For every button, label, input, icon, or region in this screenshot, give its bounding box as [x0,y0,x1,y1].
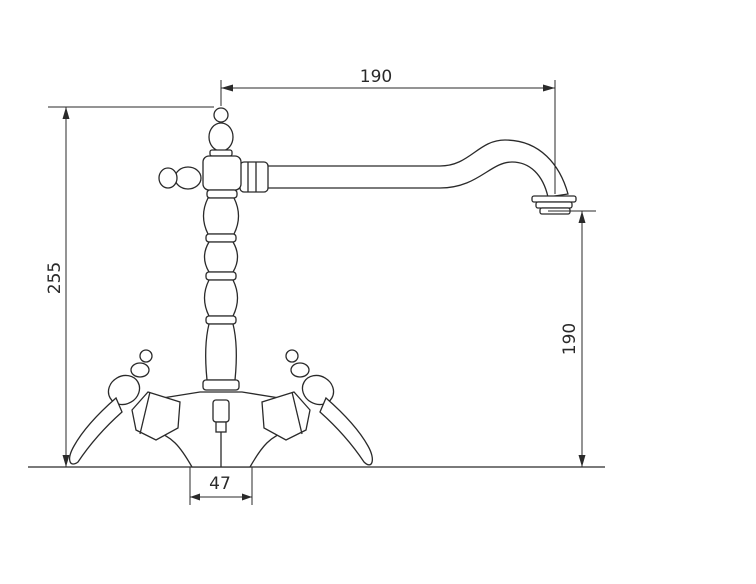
spout [239,139,577,215]
right-lever-handle [285,349,374,466]
spout-height-label: 190 [560,323,580,355]
total-height-label: 255 [45,262,65,294]
aerator [531,195,577,203]
left-lever-handle [68,349,153,465]
dimension-base-width: 47 [189,467,253,505]
dimension-total-height: 255 [45,106,214,467]
dimension-spout-reach: 190 [220,67,556,194]
mixer-body [131,391,311,468]
faucet-column [158,107,242,391]
spout-reach-label: 190 [360,67,392,87]
side-knob [174,166,202,190]
top-finial [213,107,229,123]
base-width-label: 47 [209,474,231,494]
dimension-spout-height: 190 [548,210,596,467]
